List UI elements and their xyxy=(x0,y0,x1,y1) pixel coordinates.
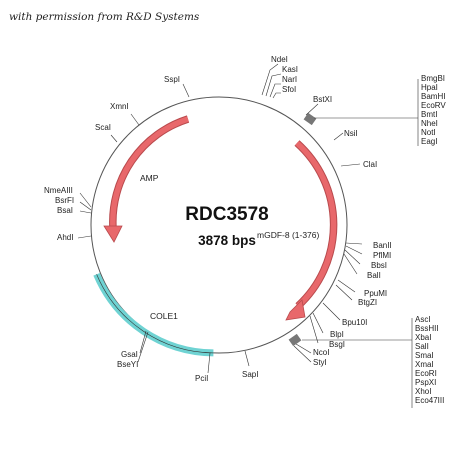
mcs-bottom-9: Eco47III xyxy=(415,396,444,405)
mcs-bottom-4: SmaI xyxy=(415,351,434,360)
site-pcii: PciI xyxy=(195,374,208,383)
insert-label: mGDF-8 (1-376) xyxy=(257,230,320,240)
site-nmeaiii: NmeAIII xyxy=(44,186,73,195)
mcs-bottom-7: PspXI xyxy=(415,378,436,387)
mcs-bottom-6: EcoRI xyxy=(415,369,437,378)
mcs-bottom-5: XmaI xyxy=(415,360,434,369)
mcs-top-1: HpaI xyxy=(421,83,438,92)
mcs-top-block xyxy=(303,112,317,126)
site-bstxi: BstXI xyxy=(313,95,332,104)
site-styi: StyI xyxy=(313,358,327,367)
site-banii: BanII xyxy=(373,241,392,250)
mcs-bottom-3: SalI xyxy=(415,342,429,351)
plasmid-backbone xyxy=(90,96,348,354)
site-sspi: SspI xyxy=(164,75,180,84)
insert-arrowhead xyxy=(285,299,306,321)
cole1-label: COLE1 xyxy=(150,311,178,321)
site-sapi: SapI xyxy=(242,370,258,379)
amp-label: AMP xyxy=(140,173,159,183)
credit-text: with permission from R&D Systems xyxy=(9,11,200,23)
mcs-bottom-list: AscI BssHII XbaI SalI SmaI XmaI EcoRI Ps… xyxy=(415,315,444,405)
mcs-bottom-block xyxy=(288,333,302,347)
mcs-top-list: BmgBI HpaI BamHI EcoRV BmtI NheI NotI Ea… xyxy=(421,74,446,146)
plasmid-name: RDC3578 xyxy=(185,204,268,225)
site-ncoi: NcoI xyxy=(313,348,329,357)
site-xmni: XmnI xyxy=(110,102,129,111)
site-ndei: NdeI xyxy=(271,55,288,64)
site-scai: ScaI xyxy=(95,123,111,132)
site-bseyi: BseYI xyxy=(117,360,138,369)
mcs-top-2: BamHI xyxy=(421,92,445,101)
mcs-top-6: NotI xyxy=(421,128,436,137)
site-bsai: BsaI xyxy=(57,206,73,215)
site-pflmi: PflMI xyxy=(373,251,391,260)
mcs-bottom-2: XbaI xyxy=(415,333,431,342)
site-sfoi: SfoI xyxy=(282,85,296,94)
mcs-top-5: NheI xyxy=(421,119,438,128)
mcs-bottom-0: AscI xyxy=(415,315,431,324)
site-bbsi: BbsI xyxy=(371,261,387,270)
site-ahdi: AhdI xyxy=(57,233,73,242)
site-nari: NarI xyxy=(282,75,297,84)
site-bpu10i: Bpu10I xyxy=(342,318,367,327)
amp-arrowhead xyxy=(103,225,123,243)
site-nsii: NsiI xyxy=(344,129,358,138)
site-blpi: BlpI xyxy=(330,330,344,339)
mcs-top-7: EagI xyxy=(421,137,437,146)
site-bsgi: BsgI xyxy=(329,340,345,349)
mcs-bottom-8: XhoI xyxy=(415,387,431,396)
site-bsrfi: BsrFI xyxy=(55,196,74,205)
plasmid-size: 3878 bps xyxy=(198,233,256,248)
mcs-top-0: BmgBI xyxy=(421,74,445,83)
site-kasi: KasI xyxy=(282,65,298,74)
site-btgzi: BtgZI xyxy=(358,298,377,307)
site-gsai: GsaI xyxy=(121,350,138,359)
site-clai: ClaI xyxy=(363,160,377,169)
mcs-top-3: EcoRV xyxy=(421,101,446,110)
mcs-top-4: BmtI xyxy=(421,110,437,119)
mcs-bottom-1: BssHII xyxy=(415,324,439,333)
site-bali: BalI xyxy=(367,271,381,280)
site-ppumi: PpuMI xyxy=(364,289,387,298)
